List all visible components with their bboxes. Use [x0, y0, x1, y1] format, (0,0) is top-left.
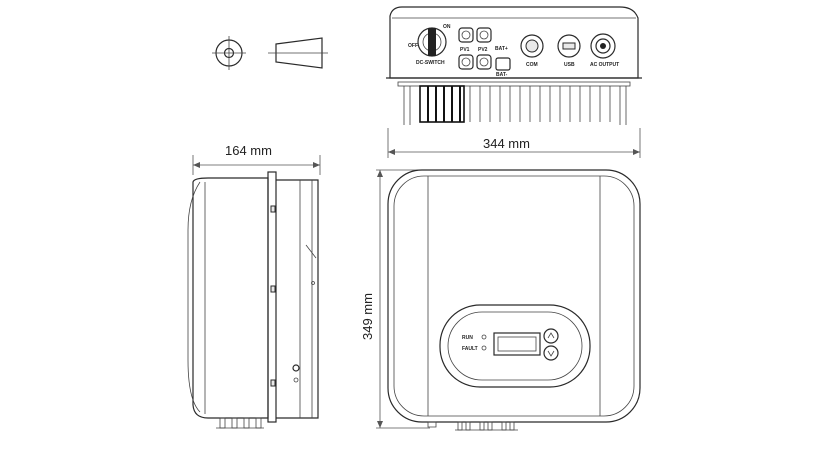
usb-port: USB [557, 34, 581, 68]
ac-output-label: AC OUTPUT [590, 62, 619, 68]
width-dimension [387, 128, 641, 158]
pv2-label: PV2 [478, 47, 488, 53]
run-led-label: RUN [462, 335, 473, 341]
pv2-connectors: PV2 [476, 27, 492, 70]
ac-output-port: AC OUTPUT [590, 33, 619, 68]
bottom-view: OFF ON DC-SWITCH PV1 PV2 BAT+ BAT- [386, 6, 642, 125]
front-view: RUN FAULT [376, 169, 641, 431]
display-panel: RUN FAULT [439, 304, 591, 388]
width-label: 344 mm [483, 136, 530, 151]
pv1-label: PV1 [460, 47, 470, 53]
side-view [187, 155, 321, 429]
arrow-down-icon [543, 345, 559, 361]
height-label: 349 mm [360, 293, 375, 340]
dc-switch: OFF ON DC-SWITCH [408, 24, 451, 66]
dc-switch-on-label: ON [443, 24, 451, 30]
battery-terminals: BAT+ BAT- [495, 46, 511, 78]
arrow-up-icon [543, 328, 559, 344]
depth-label: 164 mm [225, 143, 272, 158]
connector-front-icon [212, 36, 246, 70]
com-label: COM [526, 62, 538, 68]
pv1-connectors: PV1 [458, 27, 474, 70]
bat-minus-label: BAT- [496, 72, 508, 78]
com-port: COM [520, 34, 544, 68]
fault-led-label: FAULT [462, 346, 478, 352]
dc-switch-label: DC-SWITCH [416, 60, 445, 66]
heat-sink-fins [397, 81, 631, 125]
usb-label: USB [564, 62, 575, 68]
connector-side-icon [268, 37, 328, 69]
dc-switch-off-label: OFF [408, 43, 418, 49]
bat-plus-label: BAT+ [495, 46, 508, 52]
